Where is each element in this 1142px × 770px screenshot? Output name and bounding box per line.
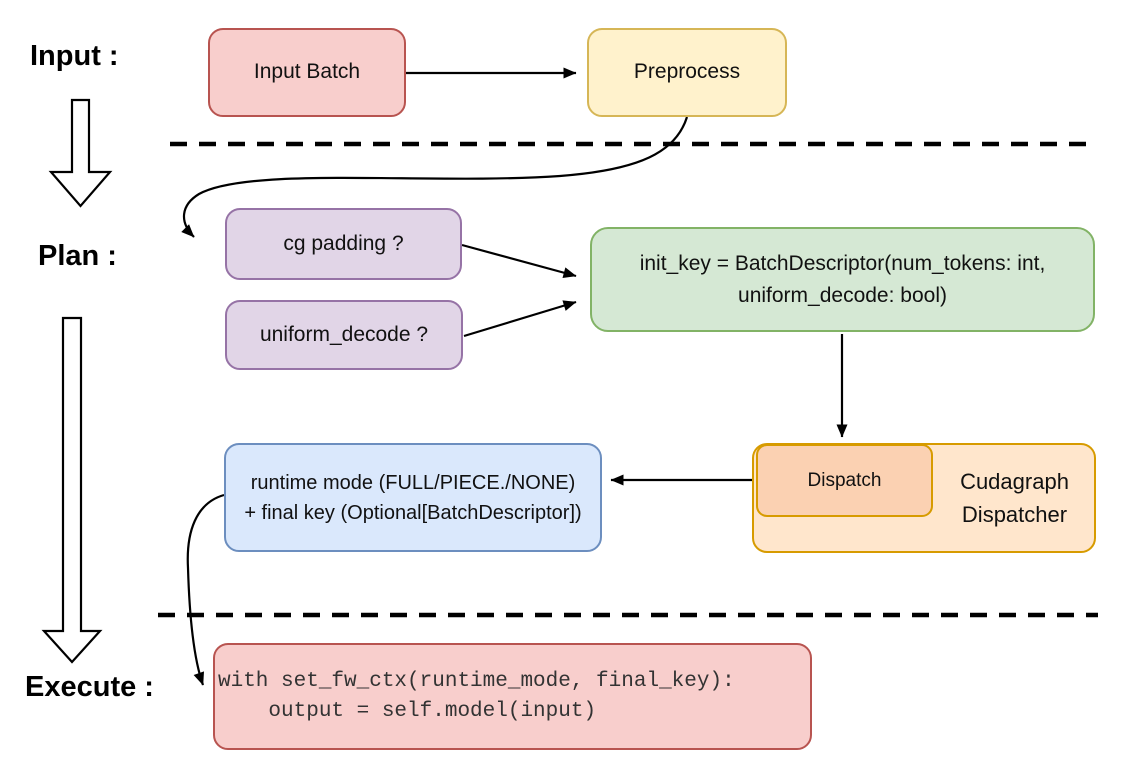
- node-preprocess-label: Preprocess: [633, 60, 741, 84]
- cudagraph-label-line1: Cudagraph: [960, 469, 1069, 494]
- arrow-preprocess-cgpadding: [181, 116, 689, 238]
- node-dispatch-label: Dispatch: [807, 469, 882, 491]
- node-dispatch: Dispatch: [756, 444, 933, 517]
- stage-label-execute: Execute :: [25, 671, 154, 703]
- arrow-runtimemode-executecode: [186, 493, 225, 686]
- node-preprocess: Preprocess: [587, 28, 787, 117]
- node-init-key-line2: uniform_decode: bool): [738, 283, 947, 307]
- node-cudagraph-dispatcher-label: Cudagraph Dispatcher: [933, 443, 1096, 553]
- plan-to-execute-arrow: [41, 316, 103, 664]
- execute-code-line2: output = self.model(input): [218, 699, 597, 723]
- node-runtime-mode-line1: runtime mode (FULL/PIECE./NONE): [250, 471, 576, 494]
- input-to-plan-arrow: [48, 98, 113, 208]
- node-execute-code: with set_fw_ctx(runtime_mode, final_key)…: [213, 643, 812, 750]
- node-runtime-mode: runtime mode (FULL/PIECE./NONE) + final …: [224, 443, 602, 552]
- node-input-batch: Input Batch: [208, 28, 406, 117]
- node-uniform-decode-label: uniform_decode ?: [259, 322, 429, 346]
- node-cg-padding: cg padding ?: [225, 208, 462, 280]
- node-input-batch-label: Input Batch: [253, 60, 361, 84]
- arrow-cgpadding-initkey: [461, 243, 577, 279]
- stage-label-input: Input :: [30, 40, 119, 72]
- node-uniform-decode: uniform_decode ?: [225, 300, 463, 370]
- execute-code-line1: with set_fw_ctx(runtime_mode, final_key)…: [218, 669, 735, 693]
- node-runtime-mode-line2: + final key (Optional[BatchDescriptor]): [244, 501, 582, 524]
- node-init-key: init_key = BatchDescriptor(num_tokens: i…: [590, 227, 1095, 332]
- stage-label-plan: Plan :: [38, 240, 117, 272]
- node-init-key-line1: init_key = BatchDescriptor(num_tokens: i…: [639, 252, 1046, 275]
- cudagraph-label-line2: Dispatcher: [961, 502, 1068, 527]
- node-cg-padding-label: cg padding ?: [283, 231, 404, 255]
- arrow-uniformdecode-initkey: [463, 300, 577, 338]
